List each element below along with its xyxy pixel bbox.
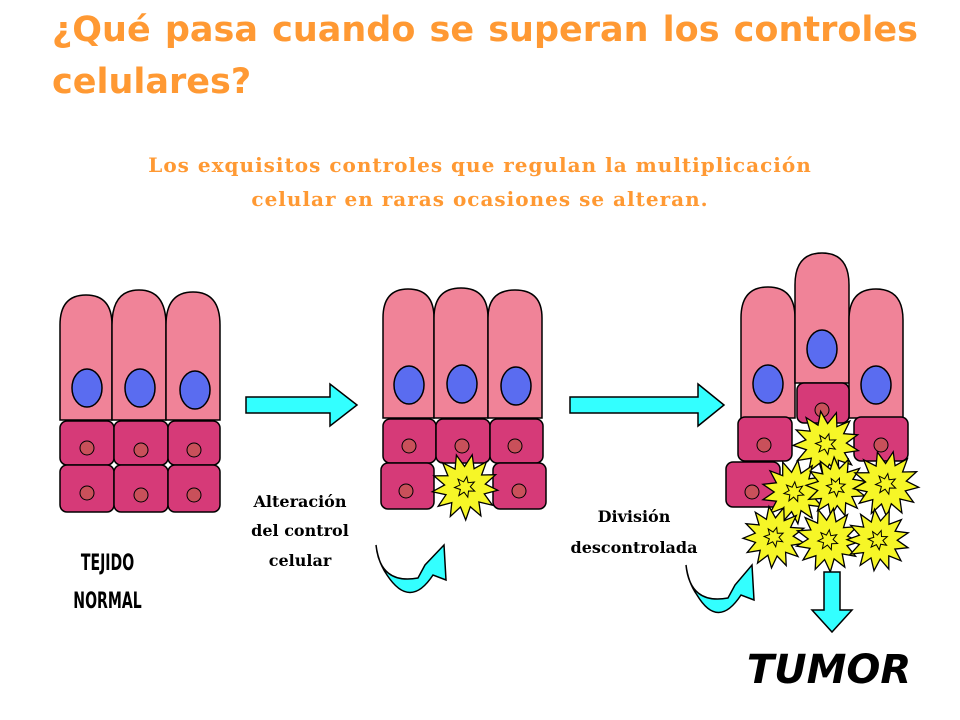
basal-nucleus <box>401 438 417 454</box>
starburst-icon <box>851 449 921 519</box>
right-arrow-icon <box>245 382 359 428</box>
basal-nucleus <box>756 437 772 453</box>
cell-nucleus <box>500 366 532 406</box>
starburst-icon <box>845 507 911 573</box>
basal-nucleus <box>133 442 149 458</box>
basal-cells <box>59 420 221 513</box>
basal-nucleus <box>507 438 523 454</box>
cell-nucleus <box>446 364 478 404</box>
mutant-cells <box>741 409 921 574</box>
starburst-icon <box>430 452 500 522</box>
basal-nucleus <box>873 437 889 453</box>
basal-nucleus <box>133 487 149 503</box>
label-division-line-2: descontrolada <box>571 538 698 557</box>
label-alteration: Alteración del control celular <box>251 492 349 570</box>
starburst-core <box>782 480 806 503</box>
starburst-outline <box>430 452 500 522</box>
subtitle-line-1: Los exquisitos controles que regulan la … <box>148 153 812 177</box>
label-normal-tissue: TEJIDO NORMAL <box>73 551 142 614</box>
basal-nucleus <box>79 485 95 501</box>
stage-normal-tissue: TEJIDO NORMAL <box>59 289 221 614</box>
starburst-outline <box>761 458 828 526</box>
basal-nucleus <box>511 483 527 499</box>
starburst-outline <box>804 455 868 519</box>
basal-nucleus <box>744 484 760 500</box>
starburst-outline <box>741 504 807 570</box>
starburst-icon <box>761 458 828 526</box>
starburst-core <box>814 432 837 456</box>
label-alteration-line-3: celular <box>269 551 332 570</box>
starburst-core <box>453 475 476 499</box>
columnar-cells <box>59 289 221 421</box>
starburst-outline <box>851 449 921 519</box>
label-alteration-line-2: del control <box>251 521 349 540</box>
label-tumor: TUMOR <box>747 647 911 693</box>
starburst-icon <box>741 504 807 570</box>
label-division-line-1: División <box>598 507 671 526</box>
cell-nucleus <box>393 365 425 405</box>
basal-cells <box>380 418 547 510</box>
starburst-outline <box>845 507 911 573</box>
cell-nucleus <box>806 329 838 369</box>
starburst-core <box>874 472 897 496</box>
cell-nucleus <box>124 368 156 408</box>
curved-arrow-icon <box>375 543 447 594</box>
starburst-outline <box>794 506 862 574</box>
basal-nucleus <box>79 440 95 456</box>
mutant-cells <box>430 452 500 522</box>
starburst-icon <box>804 455 868 519</box>
starburst-core <box>762 526 785 549</box>
curved-arrow-icon <box>685 563 755 614</box>
label-normal-line-2: NORMAL <box>73 589 142 614</box>
starburst-core <box>866 529 889 552</box>
stage-alteration: Alteración del control celular <box>251 287 547 594</box>
columnar-cells <box>382 287 543 419</box>
columnar-cells <box>740 252 904 419</box>
cell-nucleus <box>860 365 892 405</box>
starburst-core <box>816 528 839 551</box>
label-alteration-line-1: Alteración <box>253 492 347 511</box>
starburst-core <box>825 476 847 498</box>
label-division: División descontrolada <box>571 507 698 557</box>
right-arrow-icon <box>569 382 726 428</box>
basal-nucleus <box>186 487 202 503</box>
basal-nucleus <box>454 438 470 454</box>
starburst-icon <box>794 506 862 574</box>
stage-uncontrolled-division: División descontrolada TUMOR <box>571 252 921 693</box>
cell-nucleus <box>179 370 211 410</box>
page-title: ¿Qué pasa cuando se superan los controle… <box>52 10 918 102</box>
cell-nucleus <box>752 364 784 404</box>
page-subtitle: Los exquisitos controles que regulan la … <box>40 148 920 216</box>
down-arrow-icon <box>810 571 854 634</box>
subtitle-line-2: celular en raras ocasiones se alteran. <box>251 187 709 211</box>
basal-nucleus <box>398 483 414 499</box>
cell-nucleus <box>71 368 103 408</box>
label-normal-line-1: TEJIDO <box>81 551 134 576</box>
basal-nucleus <box>186 442 202 458</box>
